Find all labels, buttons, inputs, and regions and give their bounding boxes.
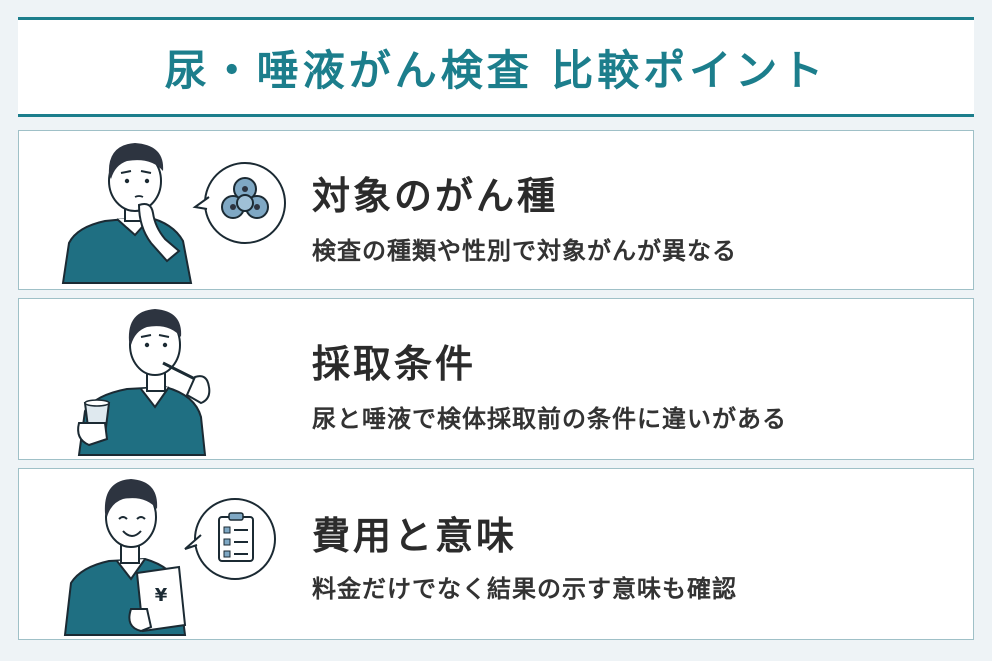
card-collection-conditions: 採取条件 尿と唾液で検体採取前の条件に違いがある	[18, 298, 974, 460]
card-description: 尿と唾液で検体採取前の条件に違いがある	[312, 405, 787, 433]
title-banner: 尿・唾液がん検査 比較ポイント	[18, 17, 974, 117]
card-target-cancer: 対象のがん種 検査の種類や性別で対象がんが異なる	[18, 130, 974, 290]
card-title: 費用と意味	[312, 514, 518, 558]
card-title: 採取条件	[312, 342, 477, 386]
thinking-man-illustration	[61, 143, 286, 284]
card-title: 対象のがん種	[312, 174, 559, 218]
smiling-man-illustration: ¥	[63, 479, 276, 636]
yen-symbol: ¥	[155, 585, 168, 606]
card-description: 料金だけでなく結果の示す意味も確認	[312, 575, 737, 603]
card-description: 検査の種類や性別で対象がんが異なる	[312, 237, 737, 265]
sampling-man-illustration	[77, 309, 211, 456]
page-title: 尿・唾液がん検査 比較ポイント	[164, 45, 828, 95]
card-cost-meaning: ¥ 費用と意味 料金だけでなく結果の示す意味も確認	[18, 468, 974, 640]
checklist-icon	[218, 512, 254, 562]
cells-icon	[221, 177, 269, 219]
